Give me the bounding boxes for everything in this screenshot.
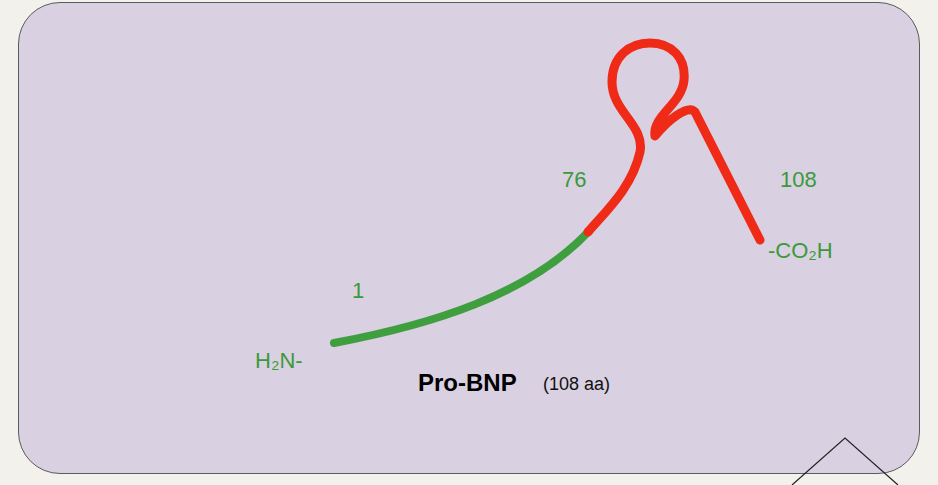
residue-number: 76 [562, 167, 586, 192]
terminus-label: H₂N- [255, 348, 303, 373]
terminus-label: -CO₂H [768, 238, 833, 263]
protein-name: Pro-BNP [418, 369, 517, 397]
pro-segment [334, 230, 590, 343]
residue-count: (108 aa) [543, 374, 610, 395]
panel-box: Pro-BNP (108 aa) 1H₂N- 76 108 -CO₂H [18, 2, 920, 474]
residue-number: 1 [352, 278, 364, 303]
residue-number: 108 [780, 167, 817, 192]
bnp-segment [588, 43, 760, 240]
callout-pointer [792, 438, 898, 485]
